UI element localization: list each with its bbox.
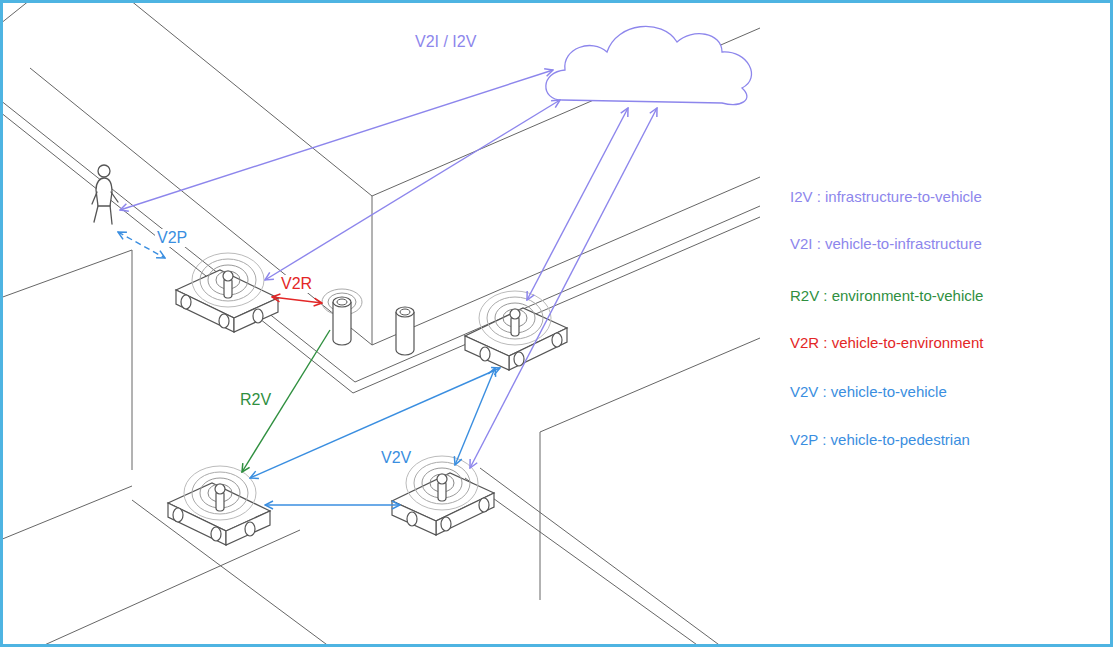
roadside-units bbox=[322, 289, 414, 355]
building-lines bbox=[3, 3, 760, 644]
link-label: V2V bbox=[379, 449, 413, 467]
legend-entry: V2I : vehicle-to-infrastructure bbox=[790, 235, 982, 253]
legend-entry: V2P : vehicle-to-pedestrian bbox=[790, 431, 970, 449]
street-illustration bbox=[3, 3, 1110, 644]
legend-entry: I2V : infrastructure-to-vehicle bbox=[790, 188, 982, 206]
legend-entry: V2R : vehicle-to-environment bbox=[790, 334, 983, 352]
vehicles bbox=[168, 253, 567, 545]
legend-entry: R2V : environment-to-vehicle bbox=[790, 287, 983, 305]
link-label: V2R bbox=[279, 275, 314, 293]
pedestrian bbox=[92, 165, 118, 224]
legend-entry: V2V : vehicle-to-vehicle bbox=[790, 383, 947, 401]
link-label: R2V bbox=[238, 391, 273, 409]
cloud bbox=[546, 26, 752, 104]
link-label: V2I / I2V bbox=[413, 33, 478, 51]
communication-arrows bbox=[118, 70, 657, 505]
link-label: V2P bbox=[155, 229, 189, 247]
